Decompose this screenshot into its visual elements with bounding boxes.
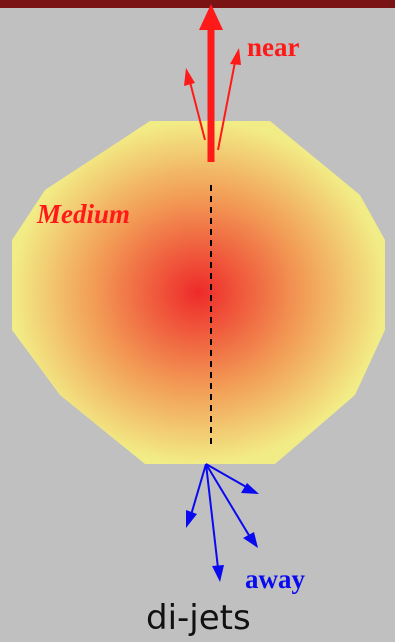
away-label: away bbox=[245, 564, 305, 594]
near-label: near bbox=[247, 32, 300, 62]
caption-label: di-jets bbox=[146, 598, 251, 638]
medium-label: Medium bbox=[36, 199, 130, 229]
medium-region bbox=[12, 121, 385, 464]
